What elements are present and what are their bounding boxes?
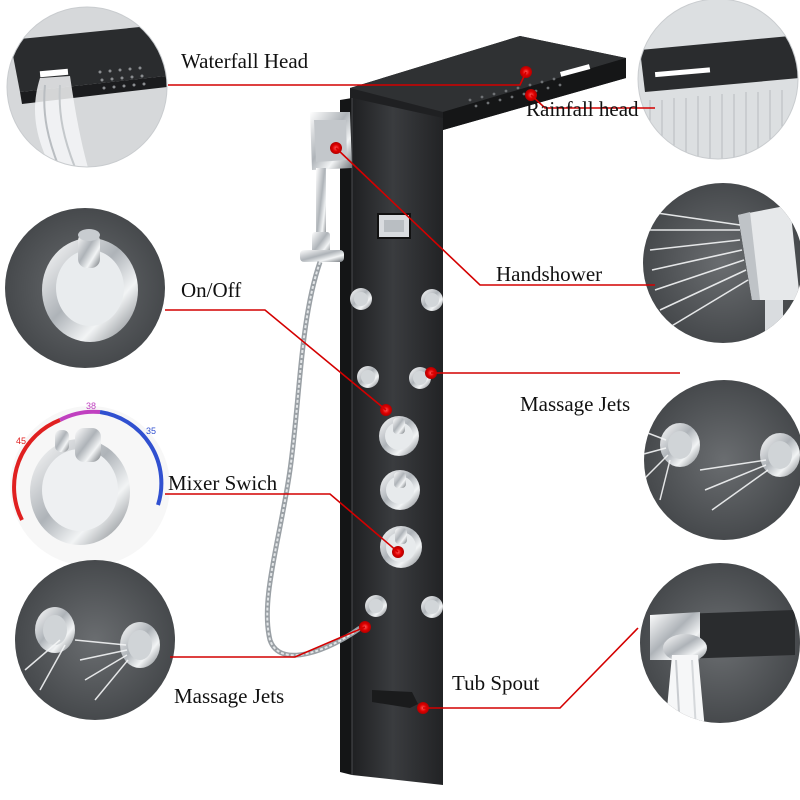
label-on-off: On/Off — [181, 278, 242, 302]
zoom-tub-spout — [640, 563, 800, 723]
zoom-massage-jets-left — [15, 560, 175, 720]
zoom-rainfall-head — [637, 0, 799, 160]
label-handshower: Handshower — [496, 262, 603, 286]
zoom-thermostatic-mixer: 38 35 45 — [10, 401, 170, 566]
label-tub-spout: Tub Spout — [452, 671, 540, 695]
label-massage-jets-left: Massage Jets — [174, 684, 285, 708]
thermostat-35-label: 35 — [146, 426, 156, 436]
thermostat-38-label: 38 — [86, 401, 96, 411]
label-mixer-switch: Mixer Swich — [168, 471, 278, 495]
control-knobs — [379, 416, 422, 568]
zoom-handshower-spray — [643, 183, 800, 343]
zoom-massage-jets-right — [644, 380, 800, 540]
callout-lines — [165, 71, 680, 709]
body-jets — [350, 288, 443, 618]
tub-spout — [372, 690, 418, 708]
label-rainfall-head: Rainfall head — [526, 97, 639, 121]
thermostat-45-label: 45 — [16, 436, 26, 446]
label-waterfall-head: Waterfall Head — [181, 49, 309, 73]
label-massage-jets-right: Massage Jets — [520, 392, 631, 416]
zoom-waterfall-head — [6, 6, 168, 168]
zoom-on-off-valve — [5, 208, 165, 368]
shower-panel — [264, 36, 626, 785]
